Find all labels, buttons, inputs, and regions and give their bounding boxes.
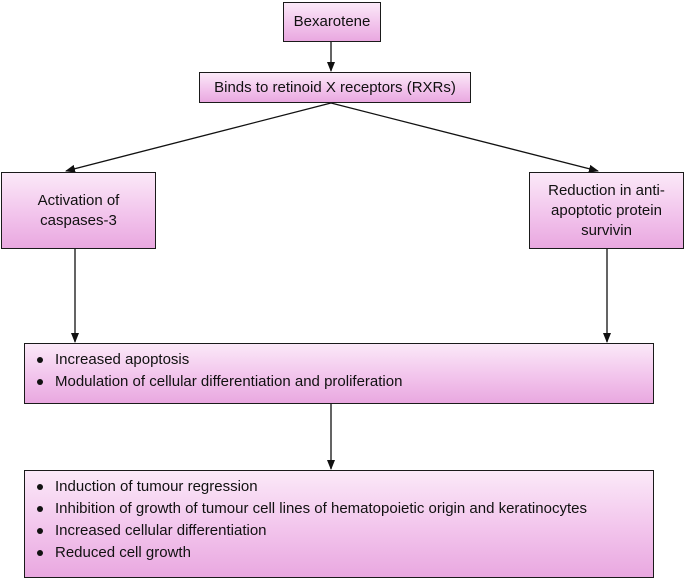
node-bexarotene: Bexarotene: [283, 2, 381, 42]
node-activation-caspases-label: Activation of caspases-3: [37, 191, 120, 229]
list-item: Reduced cell growth: [25, 542, 653, 564]
list-item: Increased apoptosis: [25, 349, 653, 371]
effects-list-outcomes: Induction of tumour regression Inhibitio…: [25, 476, 653, 564]
node-binds-rxr: Binds to retinoid X receptors (RXRs): [199, 72, 471, 103]
node-binds-rxr-label: Binds to retinoid X receptors (RXRs): [214, 78, 456, 96]
effects-list-primary: Increased apoptosis Modulation of cellul…: [25, 349, 653, 393]
arrow-rxr-to-caspases: [65, 102, 332, 173]
node-reduction-survivin: Reduction in anti-apoptotic protein surv…: [529, 172, 684, 249]
list-item: Induction of tumour regression: [25, 476, 653, 498]
list-item: Increased cellular differentiation: [25, 520, 653, 542]
node-reduction-survivin-label: Reduction in anti-apoptotic protein surv…: [548, 181, 665, 239]
node-bexarotene-label: Bexarotene: [293, 13, 371, 30]
node-activation-caspases: Activation of caspases-3: [1, 172, 156, 249]
list-item: Inhibition of growth of tumour cell line…: [25, 498, 653, 520]
effects-box-outcomes: Induction of tumour regression Inhibitio…: [24, 470, 654, 578]
arrow-rxr-to-survivin: [330, 102, 599, 173]
list-item: Modulation of cellular differentiation a…: [25, 371, 653, 393]
effects-box-primary: Increased apoptosis Modulation of cellul…: [24, 343, 654, 404]
